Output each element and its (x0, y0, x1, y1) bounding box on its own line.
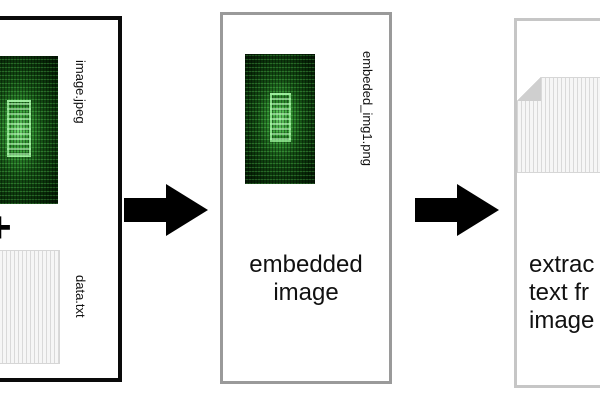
caption-line: image (529, 307, 595, 334)
caption-line: extrac (529, 251, 595, 278)
extraction-caption: extrac text fr image (529, 251, 594, 335)
arrow-right-icon (124, 184, 208, 236)
arrow-right-icon (415, 184, 499, 236)
plus-sign: + (0, 206, 12, 250)
source-image-icon (0, 56, 58, 204)
data-filename-label: data.txt (73, 275, 88, 318)
embedded-image-icon (245, 54, 315, 184)
text-document-icon (0, 250, 60, 364)
embedded-filename-label: embeded_img1.png (360, 51, 375, 166)
input-panel: image.jpeg + data.txt (0, 16, 122, 382)
extraction-panel: extrac text fr image (514, 18, 600, 388)
caption-line: text fr (529, 279, 590, 306)
image-filename-label: image.jpeg (73, 60, 88, 124)
embedded-caption: embedded image (249, 251, 363, 306)
embedded-panel: embeded_img1.png embedded image (220, 12, 392, 384)
extracted-document-icon (517, 77, 600, 173)
